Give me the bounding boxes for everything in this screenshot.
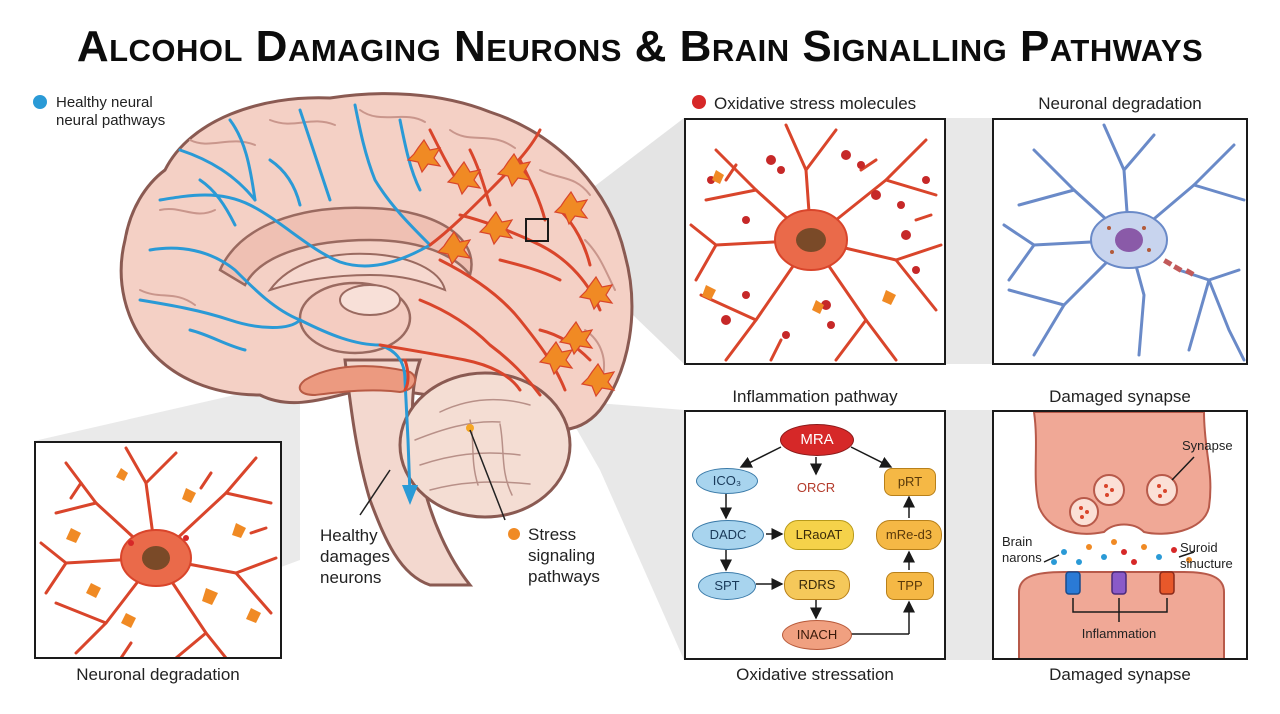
inflammation-caption: Oxidative stressation	[736, 665, 894, 684]
stress-pathways-label: Stress signaling pathways	[528, 524, 600, 587]
inflammation-title: Inflammation pathway	[732, 387, 898, 406]
healthy-neurons-l1: Healthy	[320, 526, 378, 545]
suroid-l1: Suroid	[1180, 540, 1218, 555]
inflammation-label: Inflammation	[1081, 626, 1157, 641]
flow-node-tpp: TPP	[886, 572, 934, 600]
brain-narons-label: Brain narons	[1002, 534, 1042, 566]
oxidative-legend-icon	[692, 95, 706, 109]
flow-node-rdrs: RDRS	[784, 570, 850, 600]
zoom-box	[525, 218, 549, 242]
flow-node-mra: MRA	[780, 424, 854, 456]
flow-node-inach: INACH	[782, 620, 852, 650]
neuron-degradation-panel-left	[34, 441, 282, 659]
synapse-title: Damaged synapse	[1049, 387, 1191, 406]
synapse-label: Synapse	[1182, 438, 1233, 453]
healthy-legend-line2: neural pathways	[56, 112, 166, 129]
suroid-label: Suroid sinucture	[1180, 540, 1233, 572]
brain-narons-l2: narons	[1002, 550, 1042, 565]
flow-node-dadc: DADC	[692, 520, 764, 550]
healthy-neurons-l3: neurons	[320, 568, 382, 587]
healthy-legend-icon	[33, 95, 47, 109]
brain-narons-l1: Brain	[1002, 534, 1033, 549]
neuron-degradation-panel-right	[992, 118, 1248, 365]
healthy-legend-line1: Healthy neural	[56, 94, 153, 111]
flow-label-orcr: ORCR	[796, 480, 836, 495]
healthy-neurons-label: Healthy damages neurons	[320, 525, 390, 588]
flow-node-lraoat: LRaoAT	[784, 520, 854, 550]
flow-node-spt: SPT	[698, 572, 756, 600]
stress-l1: Stress	[528, 525, 577, 544]
stress-dot-icon	[508, 528, 520, 540]
suroid-l2: sinucture	[1180, 556, 1233, 571]
inflammation-pathway-panel: MRA ICO₃ ORCR pRT DADC LRaoAT mRe-d3 SPT…	[684, 410, 946, 660]
stress-l3: pathways	[528, 567, 600, 586]
synapse-caption: Damaged synapse	[1049, 665, 1191, 684]
flow-node-mred: mRe-d3	[876, 520, 942, 550]
flow-node-ico: ICO₃	[696, 468, 758, 494]
oxidative-stress-panel	[684, 118, 946, 365]
oxidative-legend-label: Oxidative stress molecules	[714, 94, 917, 113]
top-right-title: Neuronal degradation	[1038, 94, 1202, 113]
page-title: Alcohol Damaging Neurons & Brain Signall…	[76, 22, 1204, 71]
flow-node-prt: pRT	[884, 468, 936, 496]
damaged-synapse-panel: Synapse Brain narons Suroid sinucture In…	[992, 410, 1248, 660]
bottom-left-caption: Neuronal degradation	[76, 665, 240, 684]
healthy-neurons-l2: damages	[320, 547, 390, 566]
stress-l2: signaling	[528, 546, 596, 565]
healthy-legend-label: Healthy neural neural pathways	[56, 94, 165, 130]
